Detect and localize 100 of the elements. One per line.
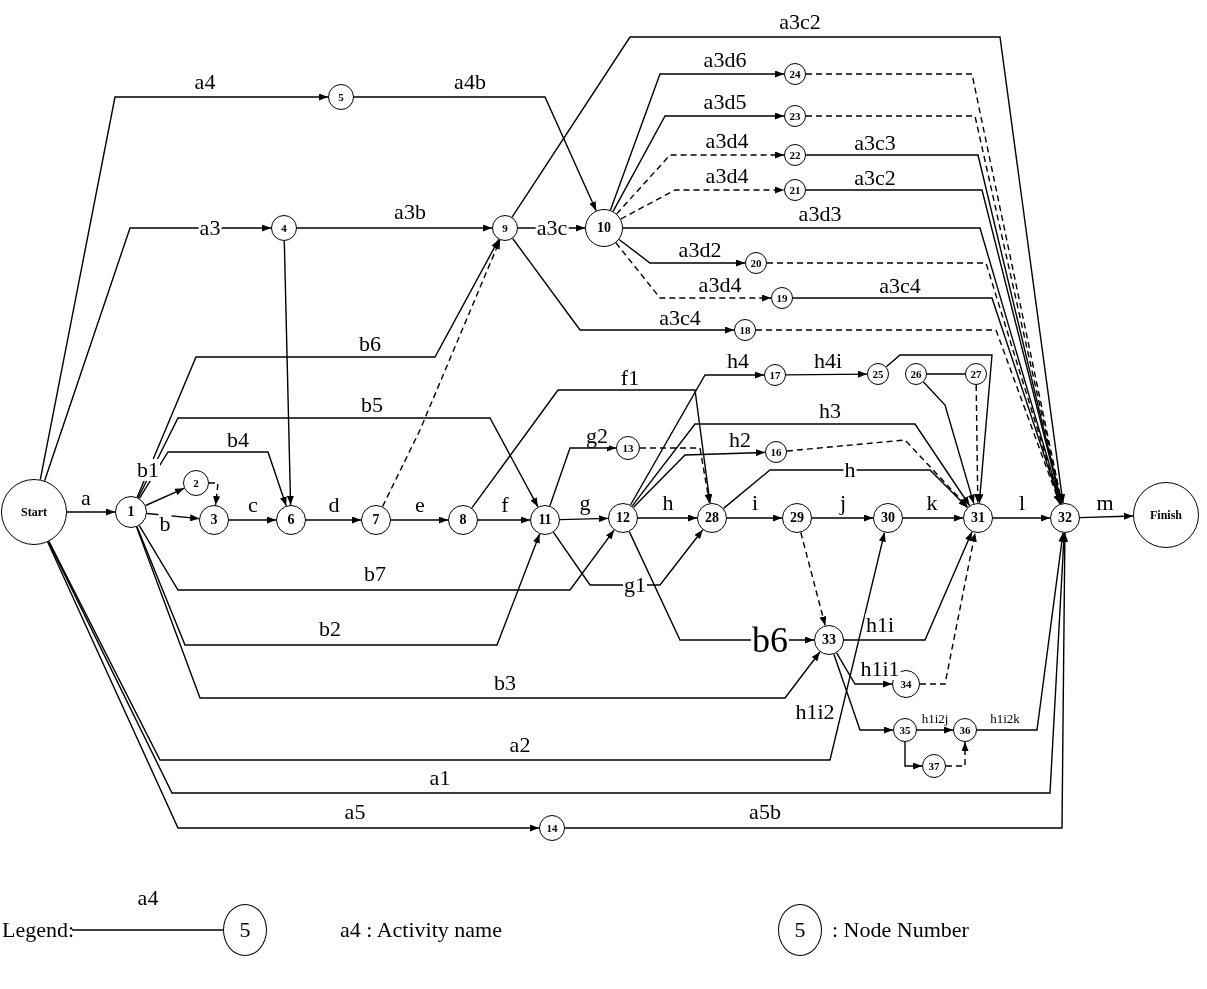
event-node: 26: [905, 363, 927, 385]
activity-arrow: [616, 151, 785, 215]
event-node: 3: [199, 505, 229, 535]
legend-node-sample: 5: [223, 904, 267, 956]
legend-node-sample: 5: [778, 904, 822, 956]
activity-arrow: [785, 370, 868, 378]
activity-arrow: [353, 96, 597, 212]
activity-arrow: [629, 371, 765, 506]
event-node: 21: [784, 179, 806, 201]
activity-arrow: [471, 389, 713, 509]
activity-arrow: [609, 70, 785, 211]
activity-arrow: [639, 447, 712, 504]
connector-line: [926, 373, 966, 375]
event-node: 9: [492, 215, 518, 241]
activity-arrow: [916, 726, 954, 734]
activity-arrow: [138, 451, 287, 507]
activity-label: h1i2j: [920, 711, 950, 725]
activity-arrow: [136, 526, 541, 646]
event-node: 31: [963, 503, 993, 533]
legend-title: Legend:: [2, 919, 75, 941]
activity-arrow: [992, 514, 1051, 522]
activity-arrow: [66, 508, 116, 516]
activity-arrow: [564, 532, 1069, 829]
event-node: 22: [784, 144, 806, 166]
event-node: 23: [784, 105, 806, 127]
activity-arrow: [48, 531, 886, 761]
activity-arrow: [904, 741, 923, 770]
activity-arrow: [615, 242, 772, 302]
event-node: 35: [893, 718, 917, 742]
activity-arrow: [618, 238, 746, 267]
event-node: 28: [697, 503, 727, 533]
event-node: 19: [771, 287, 793, 309]
activity-arrow: [39, 93, 329, 481]
activity-arrow: [43, 224, 272, 482]
event-node: Finish: [1133, 482, 1199, 548]
activity-arrow: [631, 423, 971, 507]
event-node: 32: [1050, 503, 1080, 533]
activity-arrow: [477, 516, 531, 524]
activity-arrow: [559, 515, 609, 523]
event-node: 33: [814, 625, 844, 655]
event-node: 17: [764, 364, 786, 386]
activity-arrow: [47, 541, 540, 832]
activity-arrow: [1079, 512, 1134, 520]
activity-label: h1i2k: [989, 711, 1021, 725]
event-node: 7: [361, 505, 391, 535]
event-node: 20: [745, 252, 767, 274]
event-node: 37: [922, 754, 946, 778]
activity-arrow: [786, 439, 969, 508]
activity-arrow: [945, 741, 969, 767]
activity-arrow: [755, 329, 1061, 505]
event-node: 27: [965, 363, 987, 385]
activity-arrow: [612, 112, 785, 212]
event-node: 14: [539, 815, 565, 841]
event-node: 5: [328, 84, 354, 110]
event-node: 8: [448, 505, 478, 535]
activity-arrow: [381, 239, 501, 508]
event-node: 36: [953, 718, 977, 742]
activity-arrow: [305, 516, 362, 524]
activity-arrow: [974, 384, 982, 504]
event-node: 11: [530, 505, 560, 535]
activity-arrow: [137, 417, 539, 508]
activity-arrow: [843, 531, 973, 641]
activity-arrow: [919, 532, 977, 685]
activity-label: b1: [136, 459, 160, 481]
activity-arrow: [632, 449, 766, 508]
legend-text: : Node Number: [832, 919, 969, 941]
activity-arrow: [620, 186, 785, 220]
activity-arrow: [800, 531, 827, 627]
event-node: 10: [585, 209, 623, 247]
event-node: 16: [765, 441, 787, 463]
legend-activity-sample: a4: [137, 887, 159, 909]
activity-arrow: [228, 516, 277, 524]
event-node: 29: [782, 503, 812, 533]
activity-arrow: [512, 237, 735, 334]
activity-arrow: [135, 526, 821, 699]
activity-arrow: [835, 652, 893, 688]
activity-arrow: [144, 487, 185, 507]
activity-arrow: [138, 525, 615, 591]
legend-text: a4 : Activity name: [340, 919, 502, 941]
activity-arrow: [146, 512, 200, 522]
activity-arrow: [726, 514, 783, 522]
event-node: 12: [608, 503, 638, 533]
event-node: 13: [616, 436, 640, 460]
activity-arrow: [549, 444, 617, 507]
activity-arrow: [552, 529, 704, 586]
event-node: 6: [276, 505, 306, 535]
activity-arrow: [885, 354, 993, 504]
activity-arrow: [136, 238, 500, 498]
activity-arrow: [811, 514, 874, 522]
event-node: 30: [873, 503, 903, 533]
activity-arrow: [902, 514, 964, 522]
event-node: 1: [115, 496, 147, 528]
activity-arrow: [296, 224, 493, 232]
activity-arrow: [976, 532, 1066, 731]
event-node: 4: [271, 215, 297, 241]
activity-arrow: [722, 469, 969, 510]
event-node: 18: [734, 319, 756, 341]
activity-arrow: [922, 381, 975, 505]
event-node: Start: [1, 479, 67, 545]
activity-arrow: [390, 516, 449, 524]
